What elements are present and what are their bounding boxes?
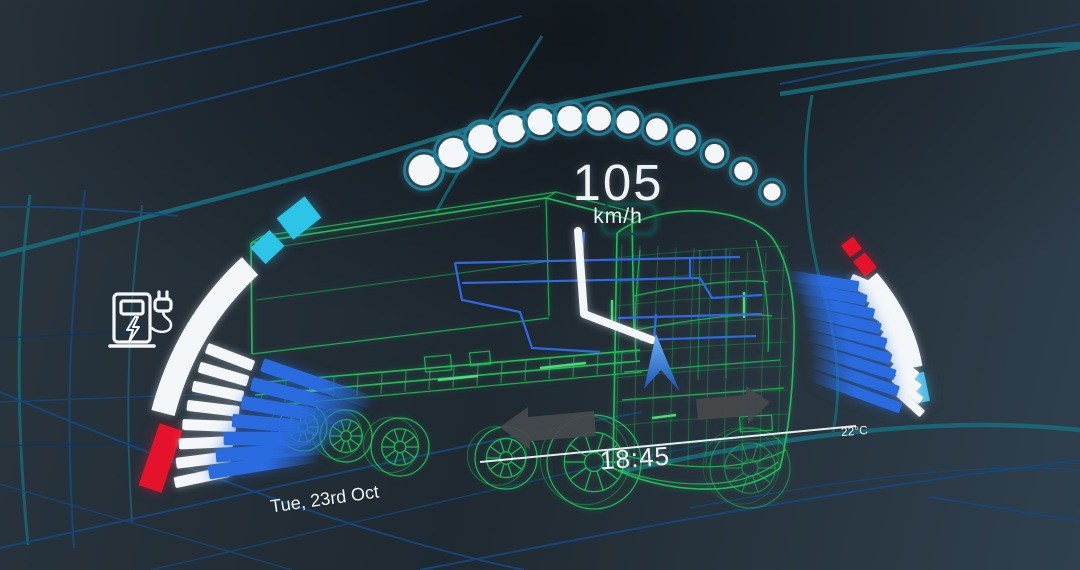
battery-arc-cyan-2 [276, 196, 322, 240]
battery-arc-white [151, 257, 259, 417]
forward-arrow-icon [696, 386, 770, 424]
temp-arc-red-2 [853, 252, 877, 277]
speed-unit: km/h [593, 205, 643, 228]
speed-value: 105 [572, 154, 664, 211]
clock-underline [479, 425, 857, 463]
speed-dot-arc [403, 100, 786, 206]
route-line [574, 227, 656, 344]
ev-charging-station-icon [108, 290, 173, 348]
battery-bar-fan [207, 358, 376, 480]
temp-bar-fan [786, 270, 903, 413]
battery-arc-red [138, 423, 183, 493]
temperature-gauge [786, 236, 930, 417]
truck-wireframe [250, 191, 795, 510]
battery-gauge [108, 196, 376, 493]
battery-arc-cyan-1 [250, 230, 285, 264]
battery-tick-fan [173, 343, 255, 488]
navigation-arrow [644, 334, 680, 392]
temp-tick-fan [850, 274, 925, 417]
temp-arc-red-1 [841, 236, 862, 258]
outside-temperature: 22°C [840, 422, 869, 440]
reverse-arrow-icon [500, 407, 596, 450]
cab-mesh [615, 243, 789, 467]
clock-time: 18:45 [599, 440, 672, 476]
